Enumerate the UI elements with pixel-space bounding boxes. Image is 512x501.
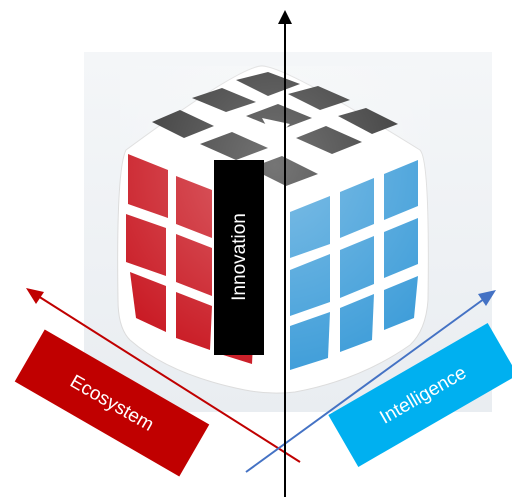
innovation-arrowhead-icon xyxy=(278,10,292,24)
ecosystem-axis-line xyxy=(37,295,301,463)
innovation-label: Innovation xyxy=(214,160,264,355)
intelligence-arrowhead-icon xyxy=(478,290,496,306)
intelligence-axis-line xyxy=(245,295,489,473)
cube-shine xyxy=(120,66,430,396)
innovation-label-text: Innovation xyxy=(229,213,250,301)
ecosystem-arrowhead-icon xyxy=(26,288,44,304)
rubiks-cube xyxy=(117,65,430,396)
